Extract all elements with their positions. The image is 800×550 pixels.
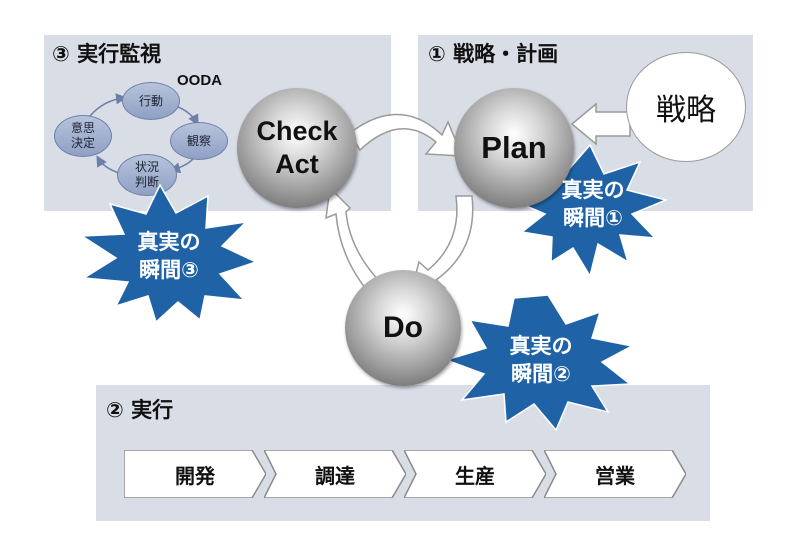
ooda-label: OODA [177, 72, 222, 89]
arrow-do-to-check [325, 186, 386, 298]
step-chevron-1: 開発 [124, 450, 266, 498]
step-label-2: 調達 [315, 463, 355, 488]
ooda-node-observe: 観察 [170, 122, 228, 160]
do-label: Do [383, 311, 423, 344]
step-chevron-2: 調達 [264, 450, 406, 498]
strategy-circle-label: 戦略 [656, 93, 716, 128]
ooda-node-act: 行動 [122, 82, 180, 120]
plan-label: Plan [481, 130, 547, 165]
burst-shape-3 [79, 183, 259, 324]
moment-1-label: 真実の 瞬間① [561, 178, 625, 230]
step-chevron-3: 生産 [404, 450, 546, 498]
do-node: Do [345, 270, 461, 386]
burst-shape-2 [443, 294, 635, 432]
arrow-strategy-to-plan [570, 102, 631, 146]
moment-3-label: 真実の 瞬間③ [137, 230, 201, 282]
check-act-node: Check Act [237, 88, 357, 208]
strategy-circle: 戦略 [626, 52, 746, 162]
step-label-3: 生産 [455, 463, 495, 488]
ooda-node-judge: 状況 判断 [117, 154, 177, 196]
arrow-check-to-plan [349, 113, 464, 157]
strategy-panel-title: ① 戦略・計画 [428, 42, 559, 66]
moment-2-label: 真実の 瞬間② [509, 334, 573, 386]
execute-panel-title: ② 実行 [106, 398, 174, 422]
step-label-1: 開発 [175, 463, 215, 488]
monitor-panel-title: ③ 実行監視 [52, 42, 162, 66]
step-label-4: 営業 [595, 463, 635, 488]
ooda-node-decide: 意思 決定 [54, 115, 112, 157]
check-act-label: Check Act [256, 116, 338, 179]
step-chevron-4: 営業 [544, 450, 686, 498]
plan-node: Plan [454, 88, 574, 208]
